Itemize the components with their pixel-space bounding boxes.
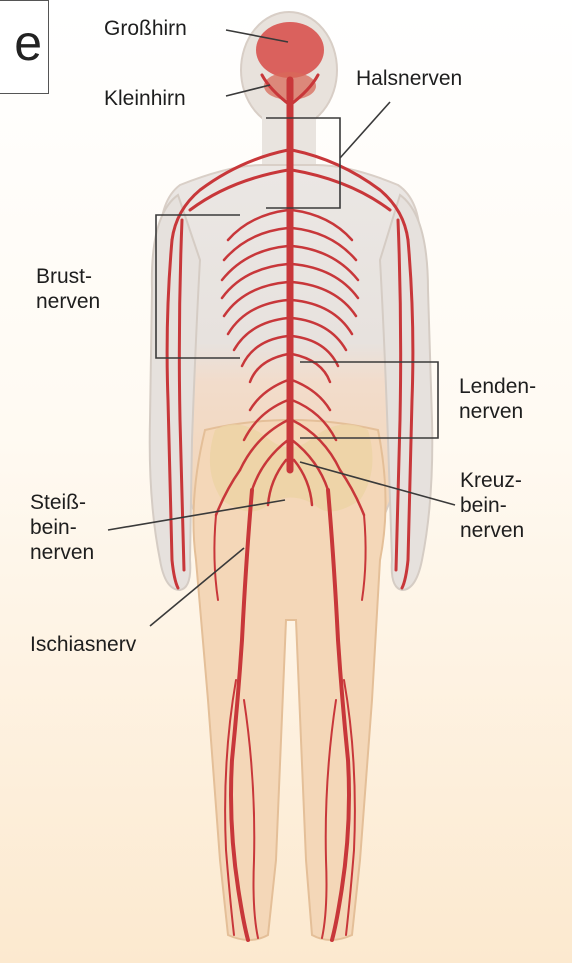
- label-lendennerven: Lenden- nerven: [459, 374, 536, 424]
- label-steissbeinnerven: Steiß- bein- nerven: [30, 490, 94, 565]
- label-kreuzbeinnerven: Kreuz- bein- nerven: [460, 468, 524, 543]
- label-ischiasnerv: Ischiasnerv: [30, 632, 136, 657]
- label-halsnerven: Halsnerven: [356, 66, 462, 91]
- label-grosshirn: Großhirn: [104, 16, 187, 41]
- label-kleinhirn: Kleinhirn: [104, 86, 186, 111]
- label-brustnerven: Brust- nerven: [36, 264, 100, 314]
- leader-halsnerven: [340, 102, 390, 158]
